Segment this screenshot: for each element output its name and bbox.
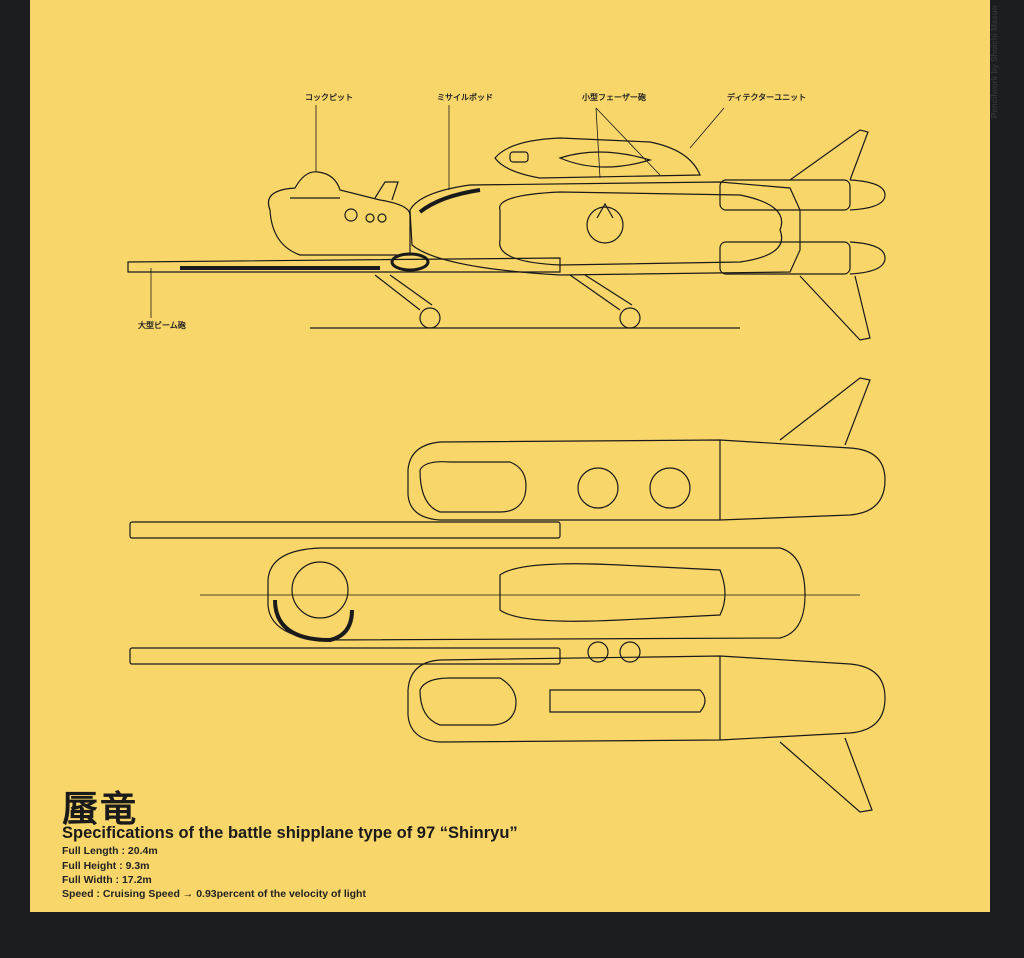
callout-detector-unit: ディテクターユニット — [727, 93, 807, 102]
title-japanese: 蜃竜 — [62, 789, 139, 830]
callout-large-beam-cannon: 大型ビーム砲 — [138, 321, 186, 330]
spec-full-width: Full Width : 17.2m — [62, 874, 152, 886]
artist-credit: Pencilwork by Shoichi Masuo — [990, 5, 999, 118]
callout-small-phaser: 小型フェーザー砲 — [582, 93, 646, 102]
spec-speed: Speed : Cruising Speed → 0.93percent of … — [62, 888, 366, 900]
spec-full-length: Full Length : 20.4m — [62, 845, 158, 857]
ship-line-art — [127, 105, 886, 813]
side-view — [127, 105, 886, 341]
blueprint-sheet: Pencilwork by Shoichi Masuo コックピット ミサイルポ… — [30, 0, 999, 912]
callout-missile-pod: ミサイルポッド — [437, 93, 493, 102]
callout-cockpit: コックピット — [305, 93, 353, 102]
title-english: Specifications of the battle shipplane t… — [62, 824, 518, 842]
spec-full-height: Full Height : 9.3m — [62, 860, 150, 872]
top-view — [129, 377, 886, 813]
